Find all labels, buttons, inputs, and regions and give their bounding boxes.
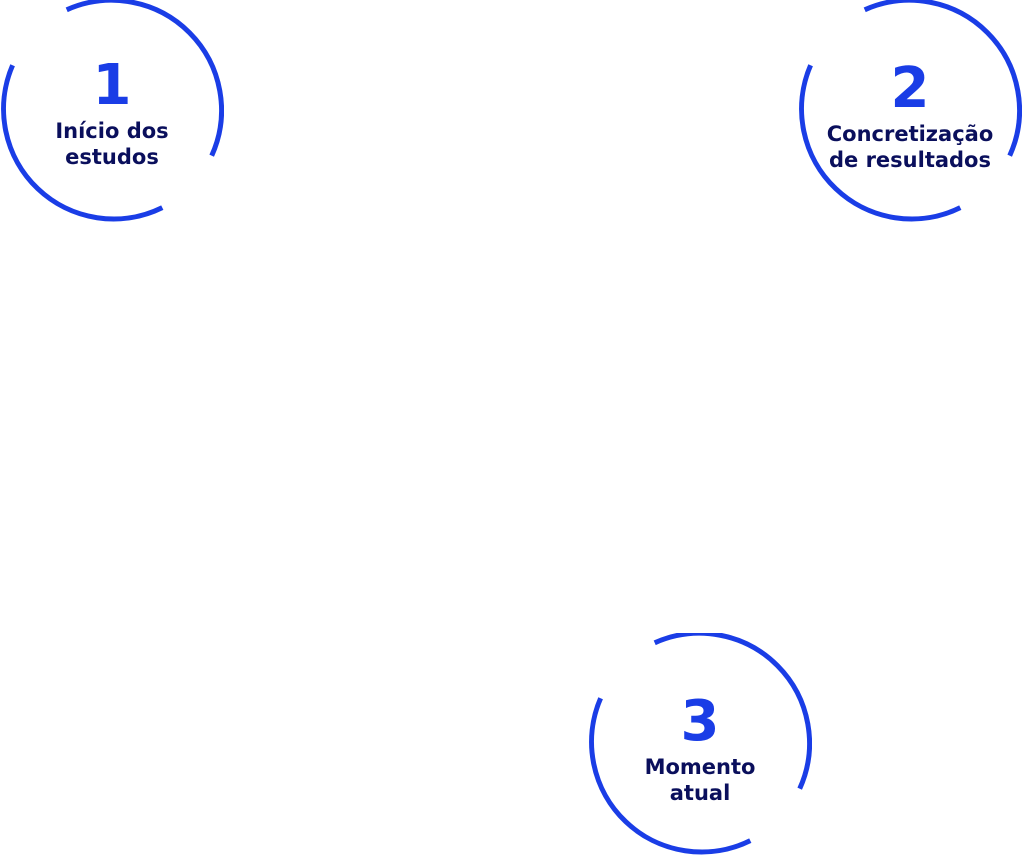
step-2-label: Concretização de resultados: [826, 122, 994, 172]
step-3-number: 3: [680, 689, 720, 754]
step-1-ring: [1, 0, 224, 222]
step-1: 1 Início dos estudos: [0, 0, 224, 224]
step-1-number: 1: [92, 53, 132, 118]
step-3: 3 Momento atual: [588, 633, 812, 857]
step-3-label: Momento atual: [644, 755, 756, 805]
step-2-ring: [799, 0, 1022, 222]
step-2: 2 Concretização de resultados: [798, 0, 1022, 224]
step-3-ring: [589, 633, 812, 855]
step-2-number: 2: [890, 56, 930, 121]
step-1-label: Início dos estudos: [55, 119, 169, 169]
